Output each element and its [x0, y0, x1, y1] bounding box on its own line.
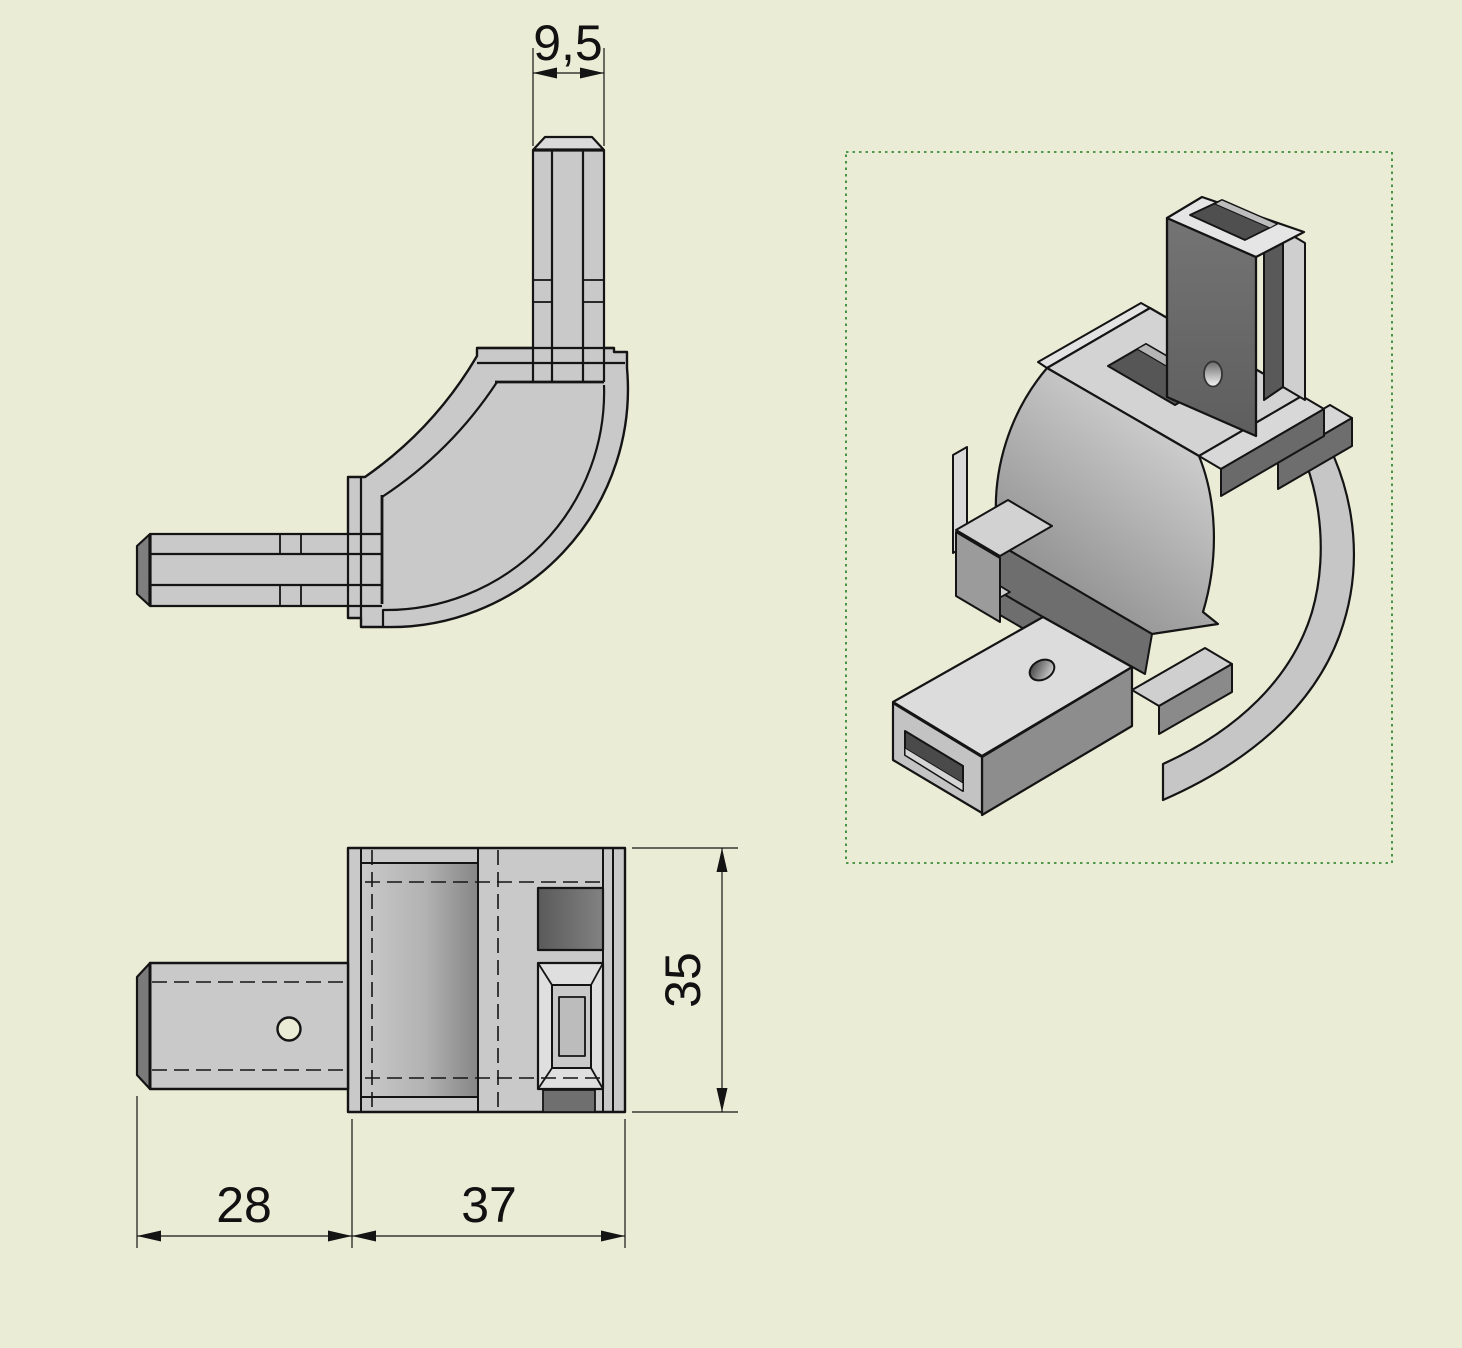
front-htab-end-chamfer	[135, 532, 152, 608]
arrow-28-right	[328, 1230, 352, 1242]
arrow-37-right	[601, 1230, 625, 1242]
iso-dotted-border	[845, 151, 1393, 864]
iso-plate-step-front	[1220, 408, 1325, 497]
front-vertical-tab	[533, 150, 604, 382]
top-view-recess-innermost	[558, 996, 586, 1057]
front-vtab-edges	[531, 150, 606, 382]
top-view-arm-tab	[148, 961, 350, 1091]
top-view-arm-end-chamfer	[135, 961, 152, 1091]
top-view-hidden-lines	[152, 850, 600, 1110]
iso-ledge-front	[1158, 663, 1233, 735]
dimension-annotations: 9,5 28 37 35	[136, 15, 738, 1248]
front-view	[135, 135, 630, 629]
front-collar-lines	[346, 346, 625, 618]
arrow-37-left	[352, 1230, 376, 1242]
top-view-socket-hole-dark	[536, 886, 605, 952]
dim-text-body-height: 35	[655, 952, 711, 1008]
front-vtab-joint-ticks	[533, 279, 604, 303]
arrow-35-top	[716, 848, 728, 872]
iso-vtab-backwall	[1282, 229, 1306, 401]
dim-text-arm-length: 28	[216, 1177, 272, 1233]
dim-text-body-length: 37	[461, 1177, 517, 1233]
iso-vtab-slot	[1263, 239, 1284, 401]
arrow-95-left	[533, 67, 557, 79]
iso-saddle-surface	[994, 366, 1220, 636]
arrow-95-right	[580, 67, 604, 79]
top-view-slot-bottom-dark	[542, 1089, 596, 1113]
front-wall-inner-arc	[381, 384, 606, 627]
iso-left-flange-top	[955, 499, 1053, 557]
dim-text-tab-width: 9,5	[533, 15, 603, 71]
arrow-35-bottom	[716, 1088, 728, 1112]
iso-left-flange-front	[955, 531, 1001, 623]
top-view	[135, 846, 627, 1114]
front-htab-edges	[150, 532, 382, 608]
iso-vtab-hole	[1203, 360, 1223, 388]
front-body-outline	[346, 346, 630, 629]
top-view-arm-hole	[276, 1016, 302, 1042]
iso-arm-hole	[1028, 658, 1056, 682]
front-vtab-cap	[531, 135, 606, 152]
iso-vtab-rim-inner-wall	[1214, 199, 1278, 229]
iso-arm-socket-wall	[904, 747, 964, 792]
front-slot-arc	[381, 381, 498, 498]
isometric-view	[845, 151, 1393, 864]
iso-collar-step-front	[1277, 417, 1353, 490]
iso-outer-arc-band	[1161, 406, 1355, 802]
top-view-frame-bevels	[537, 962, 604, 1090]
extension-lines	[136, 48, 738, 1248]
front-htab-joint-ticks	[279, 534, 302, 606]
front-horizontal-tab	[150, 534, 382, 606]
top-view-curved-surface	[362, 863, 478, 1097]
arrow-28-left	[137, 1230, 161, 1242]
